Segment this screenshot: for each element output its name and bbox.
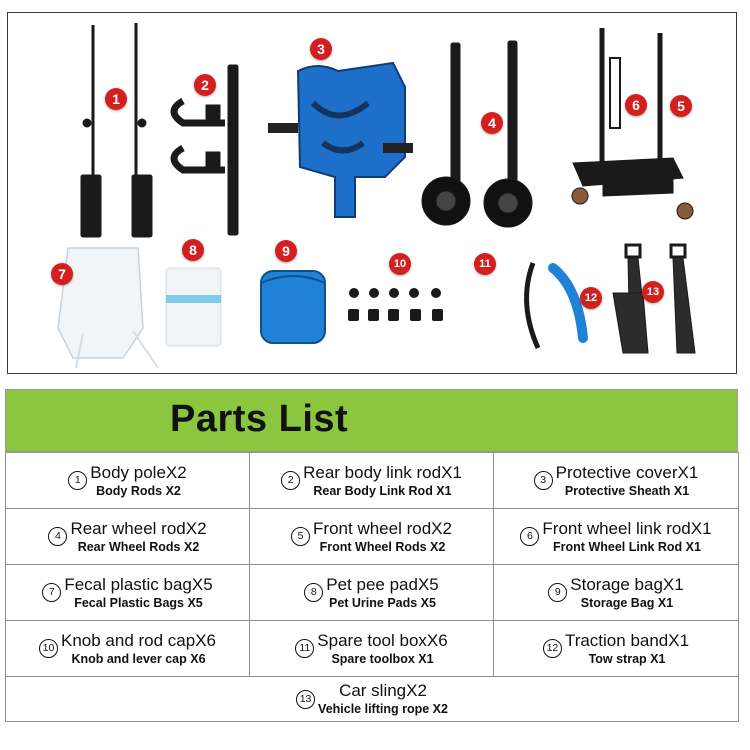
photo-badge-5: 5 xyxy=(670,95,692,117)
part-number-circle: 6 xyxy=(520,527,540,546)
part-subtitle: Rear Body Link Rod X1 xyxy=(313,483,452,498)
part-number-circle: 1 xyxy=(68,471,88,490)
photo-badge-3: 3 xyxy=(310,38,332,60)
part-number-circle: 13 xyxy=(296,689,316,709)
part-name: Protective coverX1 xyxy=(555,462,699,482)
part-subtitle: Pet Urine Pads X5 xyxy=(328,595,436,610)
photo-badge-4: 4 xyxy=(481,112,503,134)
part-number-circle: 7 xyxy=(42,583,62,602)
protective-cover-image xyxy=(268,61,413,218)
part-subtitle: Rear Wheel Rods X2 xyxy=(77,539,200,554)
pet-pee-pad-image xyxy=(165,267,222,347)
part-name: Knob and rod capX6 xyxy=(60,630,216,650)
part-name: Rear wheel rodX2 xyxy=(70,518,207,538)
rear-wheel-rod-image xyxy=(421,40,533,228)
part-name: Body poleX2 xyxy=(90,462,187,482)
front-wheel-frame-image xyxy=(571,28,694,220)
fecal-plastic-bag-image xyxy=(57,247,159,369)
part-number-circle: 2 xyxy=(281,471,301,490)
part-name: Traction bandX1 xyxy=(564,630,690,650)
part-number-circle: 11 xyxy=(295,639,315,658)
part-number-circle: 10 xyxy=(38,639,58,658)
photo-badge-1: 1 xyxy=(105,88,127,110)
part-subtitle: Spare toolbox X1 xyxy=(331,651,434,666)
part-subtitle: Vehicle lifting rope X2 xyxy=(318,702,448,716)
part-number-circle: 12 xyxy=(542,639,562,658)
part-subtitle: Front Wheel Rods X2 xyxy=(319,539,446,554)
part-number-circle: 3 xyxy=(533,471,553,490)
parts-list-title: Parts List xyxy=(170,398,349,440)
part-name: Front wheel rodX2 xyxy=(313,518,452,538)
part-name: Front wheel link rodX1 xyxy=(542,518,712,538)
part-subtitle: Body Rods X2 xyxy=(96,483,181,498)
part-name: Car slingX2 xyxy=(339,681,427,700)
product-photo-panel: 1 2 3 4 5 6 7 8 9 10 11 12 13 xyxy=(7,12,737,374)
photo-badge-7: 7 xyxy=(51,263,73,285)
photo-badge-2: 2 xyxy=(194,74,216,96)
photo-badge-11: 11 xyxy=(474,253,496,275)
part-name: Pet pee padX5 xyxy=(326,574,439,594)
part-number-circle: 4 xyxy=(48,527,68,546)
traction-band-image xyxy=(524,262,588,350)
knob-and-cap-image xyxy=(348,288,443,321)
photo-badge-6: 6 xyxy=(625,94,647,116)
part-subtitle: Fecal Plastic Bags X5 xyxy=(74,595,203,610)
parts-photo-illustration xyxy=(57,23,696,369)
part-name: Rear body link rodX1 xyxy=(303,462,462,482)
part-subtitle: Protective Sheath X1 xyxy=(564,483,690,498)
rear-body-link-rod-image xyxy=(170,64,239,236)
body-pole-image xyxy=(80,23,153,238)
photo-badge-9: 9 xyxy=(275,240,297,262)
photo-badge-12: 12 xyxy=(580,287,602,309)
part-name: Fecal plastic bagX5 xyxy=(64,574,213,594)
part-subtitle: Front Wheel Link Rod X1 xyxy=(553,539,701,554)
part-subtitle: Knob and lever cap X6 xyxy=(71,651,206,666)
part-number-circle: 5 xyxy=(291,527,311,546)
part-number-circle: 9 xyxy=(548,583,568,602)
part-subtitle: Storage Bag X1 xyxy=(580,595,674,610)
photo-badge-13: 13 xyxy=(642,281,664,303)
parts-list-header: Parts List xyxy=(5,389,738,452)
photo-badge-10: 10 xyxy=(389,253,411,275)
photo-badge-8: 8 xyxy=(182,239,204,261)
car-sling-image xyxy=(612,243,696,354)
part-name: Storage bagX1 xyxy=(570,574,684,594)
part-name: Spare tool boxX6 xyxy=(317,630,448,650)
part-number-circle: 8 xyxy=(304,583,324,602)
storage-bag-image xyxy=(260,270,326,344)
part-subtitle: Tow strap X1 xyxy=(588,651,666,666)
